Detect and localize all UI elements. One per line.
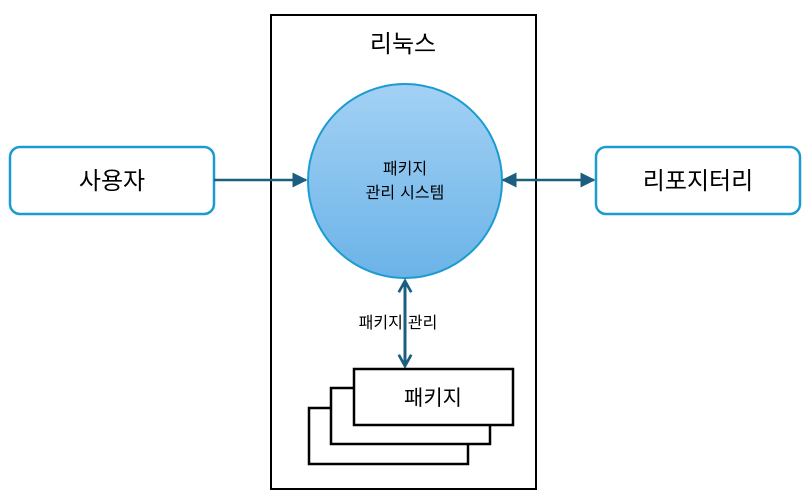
package-manager-line1: 패키지 [383, 159, 427, 178]
repository-node: 리포지터리 [594, 145, 802, 216]
repository-box [594, 145, 802, 216]
package-label: 패키지 [404, 386, 462, 410]
package-link-label: 패키지 관리 [359, 313, 438, 332]
user-node: 사용자 [8, 145, 216, 216]
package-manager-line2: 관리 시스템 [366, 183, 445, 202]
user-label: 사용자 [79, 167, 145, 195]
package-stack: 패키지 [307, 367, 515, 466]
package-manager-node: 패키지 관리 시스템 [307, 83, 503, 279]
repository-label: 리포지터리 [643, 167, 753, 195]
package-manager-circle [307, 83, 503, 279]
package-card-front [352, 367, 515, 427]
linux-title: 리눅스 [370, 30, 436, 58]
